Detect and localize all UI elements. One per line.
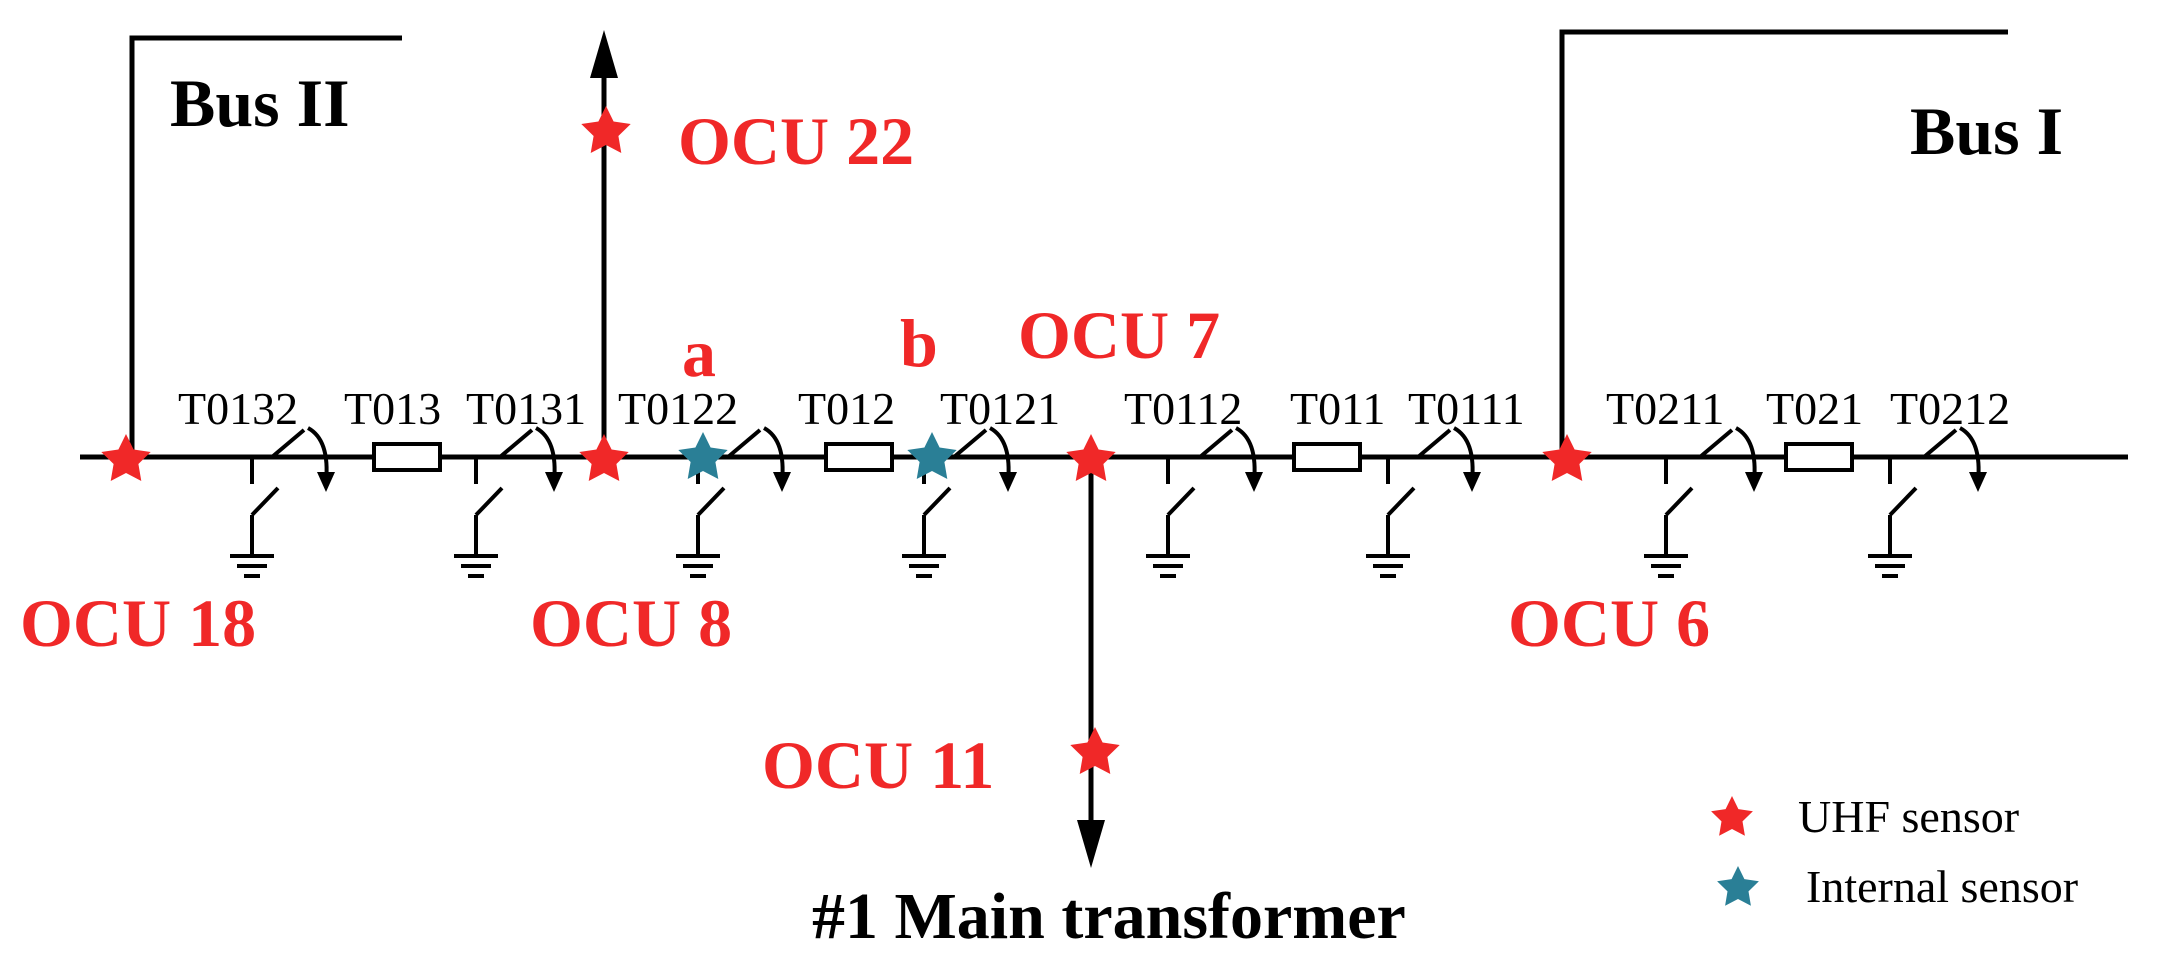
switch-T0212 — [1922, 426, 1987, 492]
point-b-label: b — [900, 305, 938, 381]
ground-switch-1 — [230, 457, 280, 578]
device-T0131-label: T0131 — [466, 383, 586, 434]
breaker-T012 — [824, 442, 894, 472]
breaker-T013 — [372, 442, 442, 472]
breaker-T021 — [1784, 442, 1854, 472]
ground-switch-2 — [454, 457, 504, 578]
legend: UHF sensor Internal sensor — [1711, 791, 2078, 912]
device-T0211-label: T0211 — [1606, 383, 1724, 434]
device-T0212-label: T0212 — [1890, 383, 2010, 434]
ocu22-label: OCU 22 — [678, 103, 914, 179]
bus-1-label: Bus I — [1910, 93, 2063, 169]
device-T021-label: T021 — [1766, 383, 1863, 434]
switch-T0132 — [270, 426, 335, 492]
legend-internal-icon — [1717, 866, 1759, 906]
bus-2-connection — [129, 35, 402, 457]
uhf-sensor-ocu6 — [1542, 434, 1592, 481]
breaker-T011 — [1292, 442, 1362, 472]
ground-switch-6 — [1366, 457, 1416, 578]
device-T012-label: T012 — [798, 383, 895, 434]
device-T0132-label: T0132 — [178, 383, 298, 434]
switch-T0131 — [498, 426, 563, 492]
ocu11-label: OCU 11 — [762, 727, 994, 803]
device-T013-label: T013 — [344, 383, 441, 434]
ground-switch-5 — [1146, 457, 1196, 578]
ocu8-label: OCU 8 — [530, 585, 732, 661]
bus-1-connection — [1559, 29, 2008, 457]
device-T0111-label: T0111 — [1408, 383, 1525, 434]
ocu6-label: OCU 6 — [1508, 585, 1710, 661]
uhf-sensor-ocu18 — [101, 434, 151, 481]
device-T0112-label: T0112 — [1124, 383, 1242, 434]
transformer-branch — [1077, 457, 1105, 868]
legend-uhf-icon — [1711, 796, 1753, 836]
device-T0121-label: T0121 — [940, 383, 1060, 434]
ocu18-label: OCU 18 — [20, 585, 256, 661]
switch-T0112 — [1198, 426, 1263, 492]
switch-T0122 — [726, 426, 791, 492]
switch-T0111 — [1416, 426, 1481, 492]
bus-2-label: Bus II — [170, 65, 350, 141]
transformer-label: #1 Main transformer — [812, 880, 1406, 953]
switch-T0211 — [1698, 426, 1763, 492]
uhf-sensor-ocu11 — [1070, 727, 1120, 774]
ocu22-branch — [590, 30, 618, 457]
ground-switch-3 — [676, 470, 726, 578]
legend-internal-label: Internal sensor — [1806, 861, 2078, 912]
device-T011-label: T011 — [1290, 383, 1385, 434]
ground-switch-8 — [1868, 457, 1918, 578]
device-T0122-label: T0122 — [618, 383, 738, 434]
ocu7-label: OCU 7 — [1018, 297, 1220, 373]
switch-T0121 — [952, 426, 1017, 492]
point-a-label: a — [682, 315, 716, 391]
internal-sensor-b — [907, 432, 957, 479]
legend-uhf-label: UHF sensor — [1798, 791, 2019, 842]
uhf-sensor-ocu8 — [579, 434, 629, 481]
ground-switch-7 — [1644, 457, 1694, 578]
ground-switch-4 — [902, 470, 952, 578]
internal-sensor-a — [678, 432, 728, 479]
